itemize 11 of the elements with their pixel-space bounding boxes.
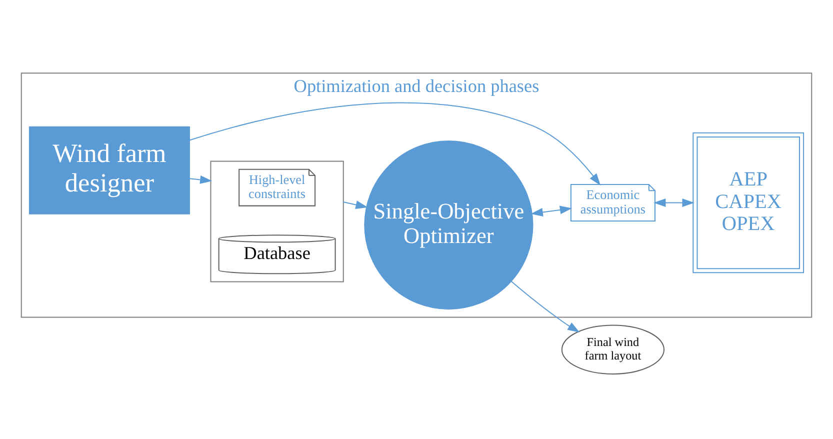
arrow [654,198,694,208]
arrow [189,102,601,186]
arrow [511,281,580,332]
arrow [190,175,212,184]
node-circle: Single-Objective Optimizer [364,140,534,310]
node-ellipse: Final wind farm layout [561,324,664,374]
arrow [343,200,368,209]
arrow [530,206,572,216]
node-box: Wind farm designer [28,126,190,214]
node-box: AEP CAPEX OPEX [692,132,804,274]
cluster [210,160,344,282]
